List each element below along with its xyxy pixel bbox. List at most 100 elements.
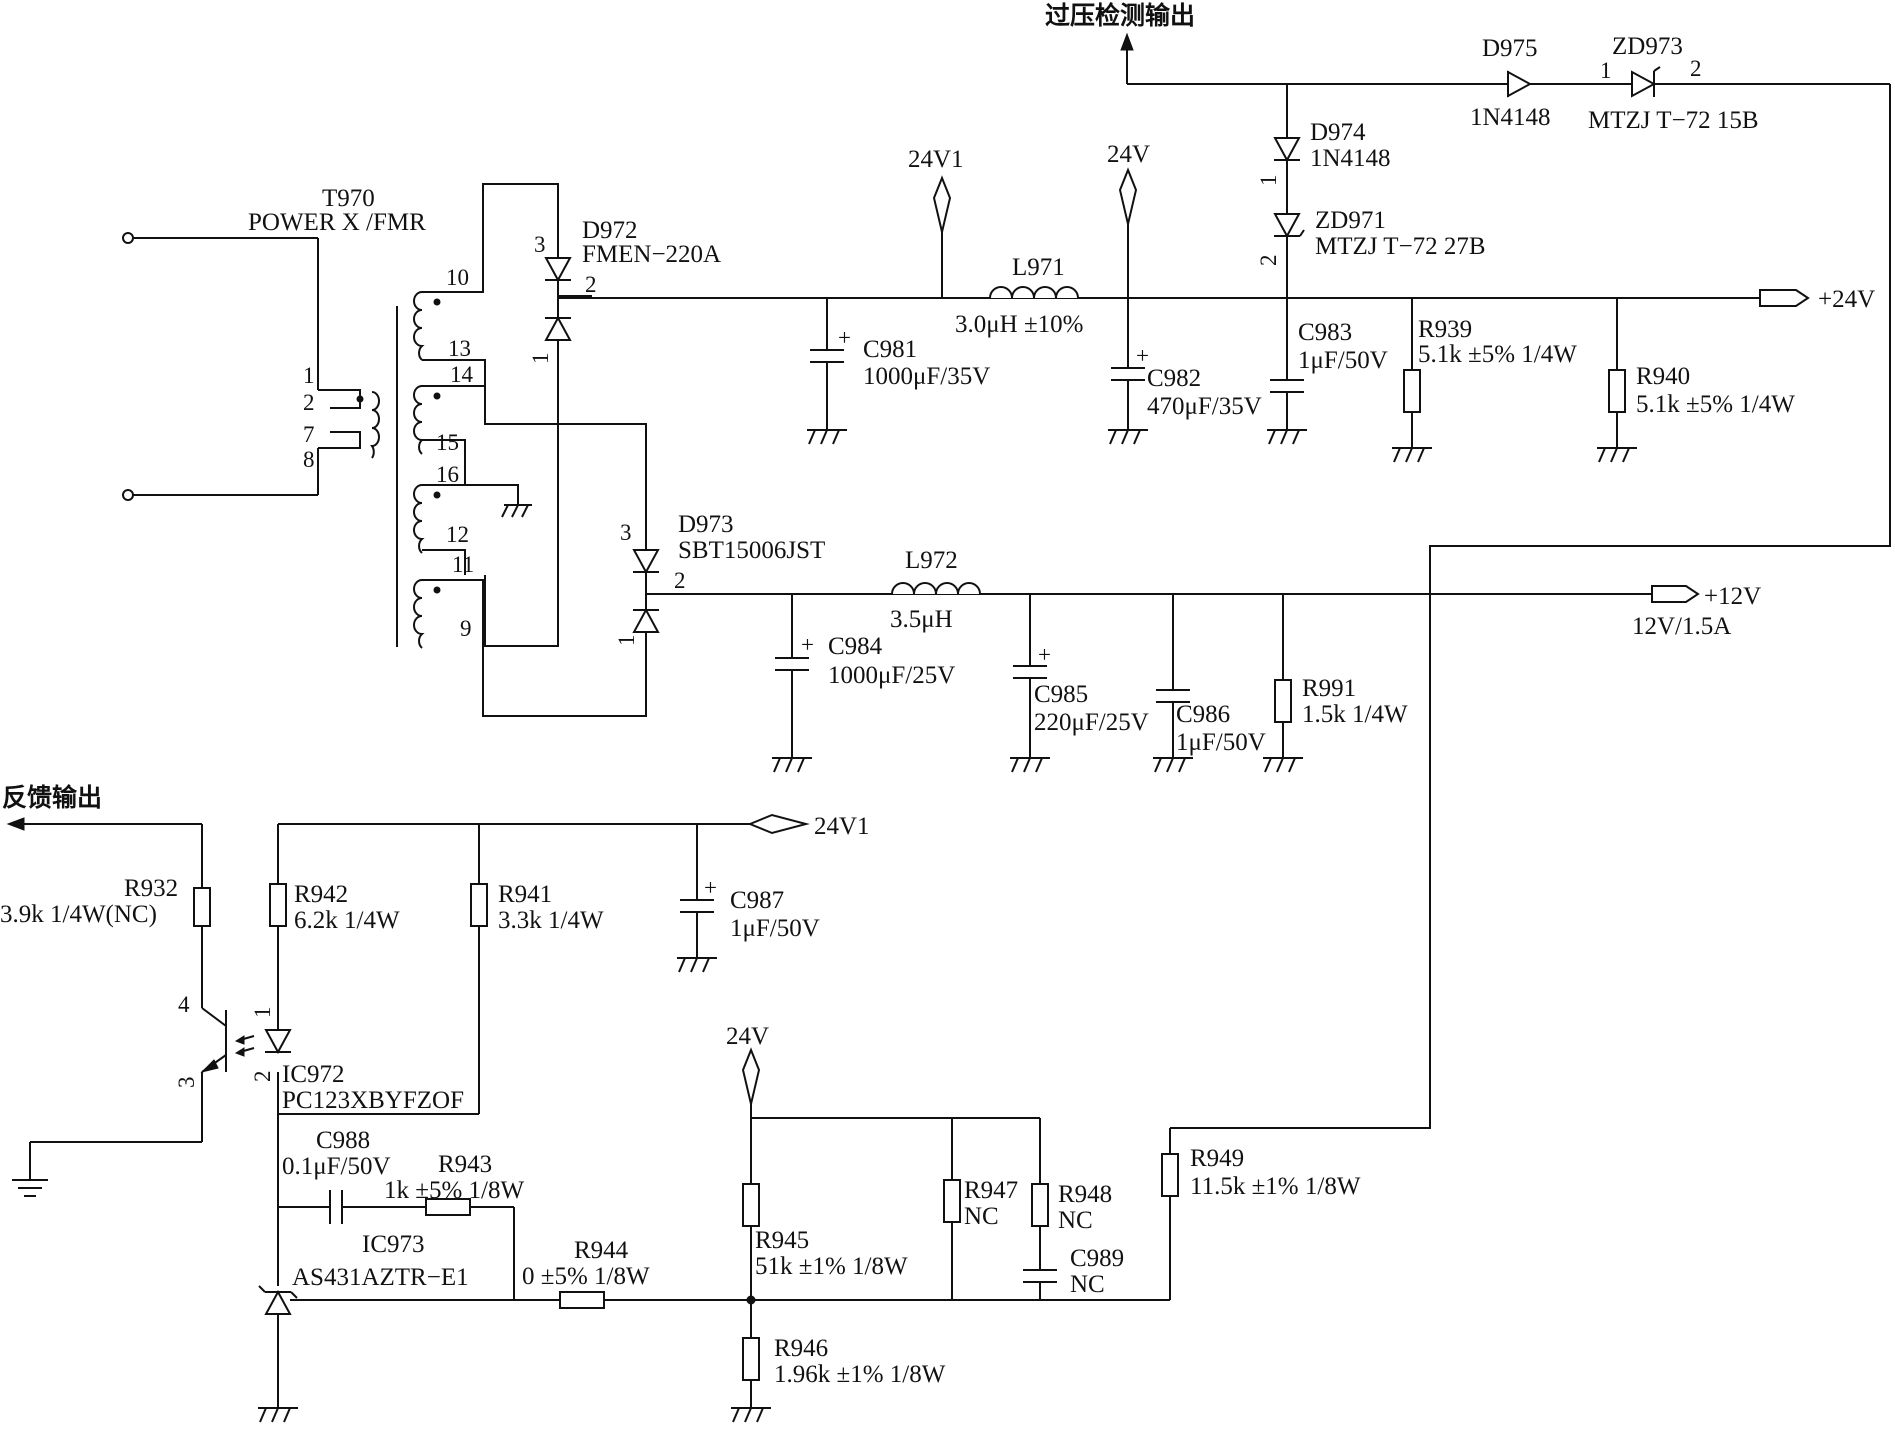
capacitor-c983 [1270, 298, 1304, 430]
zd973-value: MTZJ T−72 15B [1588, 107, 1759, 134]
c982-value: 470μF/35V [1147, 393, 1262, 420]
t970-pin-1: 1 [303, 363, 315, 388]
c988-ref: C988 [316, 1127, 370, 1154]
t970-pin-15: 15 [436, 430, 459, 455]
t970-pin-2: 2 [303, 390, 315, 415]
c983-ref: C983 [1298, 319, 1352, 346]
zd973-pin2: 2 [1690, 56, 1702, 81]
r947-ref: R947 [964, 1177, 1018, 1204]
ic973-ref: IC973 [362, 1231, 425, 1258]
zd971-ref: ZD971 [1315, 207, 1386, 234]
connector-24v1-top [932, 175, 952, 298]
r941-ref: R941 [498, 881, 552, 908]
r947-value: NC [964, 1203, 999, 1230]
resistor-r942 [269, 824, 287, 1030]
resistor-r991 [1274, 594, 1292, 758]
t970-pin-7: 7 [303, 422, 315, 447]
capacitor-c986 [1156, 594, 1190, 758]
r991-ref: R991 [1302, 675, 1356, 702]
r991-value: 1.5k 1/4W [1302, 701, 1408, 728]
d974-value: 1N4148 [1310, 145, 1391, 172]
ic972-value: PC123XBYFZOF [282, 1087, 464, 1114]
c986-ref: C986 [1176, 701, 1230, 728]
ground-symbol [731, 1407, 771, 1423]
r949-value: 11.5k ±1% 1/8W [1190, 1173, 1361, 1200]
t970-ref: T970 [322, 185, 375, 212]
rail-24v1-mid-label: 24V1 [814, 813, 870, 840]
resistor-r943 [425, 1198, 515, 1300]
earth-ground [12, 1179, 48, 1197]
c989-value: NC [1070, 1271, 1105, 1298]
r932-value: 3.9k 1/4W(NC) [0, 901, 157, 928]
r939-ref: R939 [1418, 316, 1472, 343]
connector-24v1-mid [747, 813, 810, 835]
zd971-value: MTZJ T−72 27B [1315, 233, 1486, 260]
ground-symbol [1010, 757, 1050, 773]
optocoupler-ic972 [29, 1007, 292, 1180]
t970-pin-10: 10 [446, 265, 469, 290]
t970-pin-12: 12 [446, 522, 469, 547]
resistor-r947 [943, 1118, 961, 1300]
zd973-pin1: 1 [1600, 58, 1612, 83]
d973-pin2: 2 [674, 568, 686, 593]
ground-t970-16 [501, 504, 532, 518]
diode-d974 [1273, 137, 1301, 163]
l971-value: 3.0μH ±10% [955, 311, 1084, 338]
r944-value: 0 ±5% 1/8W [522, 1263, 650, 1290]
r946-ref: R946 [774, 1335, 828, 1362]
resistor-r948 [1031, 1118, 1049, 1270]
c989-ref: C989 [1070, 1245, 1124, 1272]
t970-pin-14: 14 [450, 362, 474, 387]
out-24v-label: +24V [1818, 286, 1875, 313]
resistor-r941 [278, 824, 488, 1115]
r940-ref: R940 [1636, 363, 1690, 390]
svg-text:+: + [1136, 343, 1149, 368]
ground-symbol [1153, 757, 1193, 773]
capacitor-c988 [278, 1190, 426, 1224]
c982-ref: C982 [1147, 365, 1201, 392]
diode-d975 [1507, 70, 1533, 98]
r948-ref: R948 [1058, 1181, 1112, 1208]
d972-pin1: 1 [528, 353, 553, 365]
ic972-pin1: 1 [250, 1007, 275, 1019]
d974-ref: D974 [1310, 119, 1366, 146]
resistor-r932 [193, 887, 211, 1008]
zener-zd971 [1273, 213, 1305, 239]
ground-symbol [807, 429, 847, 445]
connector-24v-bottom [741, 1047, 761, 1118]
rail-24v1-top-label: 24V1 [908, 146, 964, 173]
ground-symbol [1108, 429, 1148, 445]
d973-value: SBT15006JST [678, 537, 825, 564]
c987-ref: C987 [730, 887, 784, 914]
ovp-output-label: 过压检测输出 [1045, 1, 1195, 30]
r944-ref: R944 [574, 1237, 629, 1264]
ovp-sense-wire [1170, 84, 1891, 1129]
resistor-r940 [1608, 298, 1626, 448]
c985-value: 220μF/25V [1034, 709, 1149, 736]
inductor-l971 [989, 286, 1079, 299]
c985-ref: C985 [1034, 681, 1088, 708]
d973-ref: D973 [678, 511, 734, 538]
svg-text:+: + [1038, 642, 1051, 667]
resistor-r946 [742, 1300, 760, 1408]
ground-symbol [1267, 429, 1307, 445]
ic972-pin2: 2 [250, 1071, 275, 1083]
ground-symbol [1597, 447, 1637, 463]
t970-pin-8: 8 [303, 447, 315, 472]
capacitor-c984: + [775, 594, 814, 758]
capacitor-c981: + [810, 298, 851, 430]
resistor-r939 [1403, 298, 1421, 448]
t970-part: POWER X /FMR [248, 209, 426, 236]
ground-symbol [772, 757, 812, 773]
r943-ref: R943 [438, 1151, 492, 1178]
d972-value: FMEN−220A [582, 241, 721, 268]
l972-value: 3.5μH [890, 606, 953, 633]
ground-symbol [1263, 757, 1303, 773]
l971-ref: L971 [1012, 254, 1065, 281]
ground-symbol [1392, 447, 1432, 463]
d973-pin3: 3 [620, 520, 632, 545]
capacitor-c989 [1023, 1269, 1057, 1300]
capacitor-c982: + [1111, 298, 1149, 430]
d972-pin3: 3 [534, 232, 546, 257]
